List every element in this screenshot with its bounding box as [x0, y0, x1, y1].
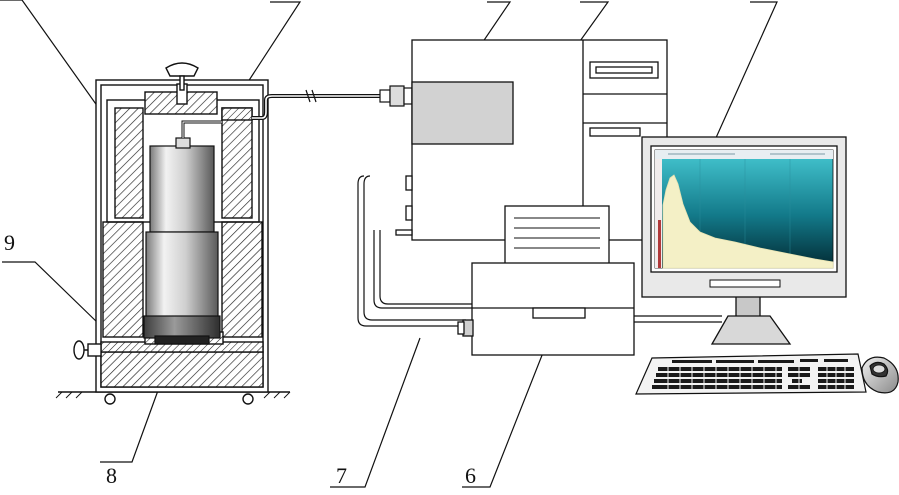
- callout-6: 6: [465, 463, 476, 488]
- callout-8: 8: [106, 463, 117, 488]
- callout-7: 7: [336, 463, 347, 488]
- analyzer-cables: [357, 175, 722, 327]
- signal-cable: [252, 89, 380, 120]
- monitor-icon: [641, 136, 847, 345]
- mouse-icon: [861, 356, 899, 394]
- callout-9: 9: [4, 230, 15, 255]
- keyboard-icon: [635, 353, 867, 395]
- detector-icon: [143, 120, 222, 345]
- connector-icon: [379, 85, 413, 107]
- printer-icon: [457, 205, 635, 356]
